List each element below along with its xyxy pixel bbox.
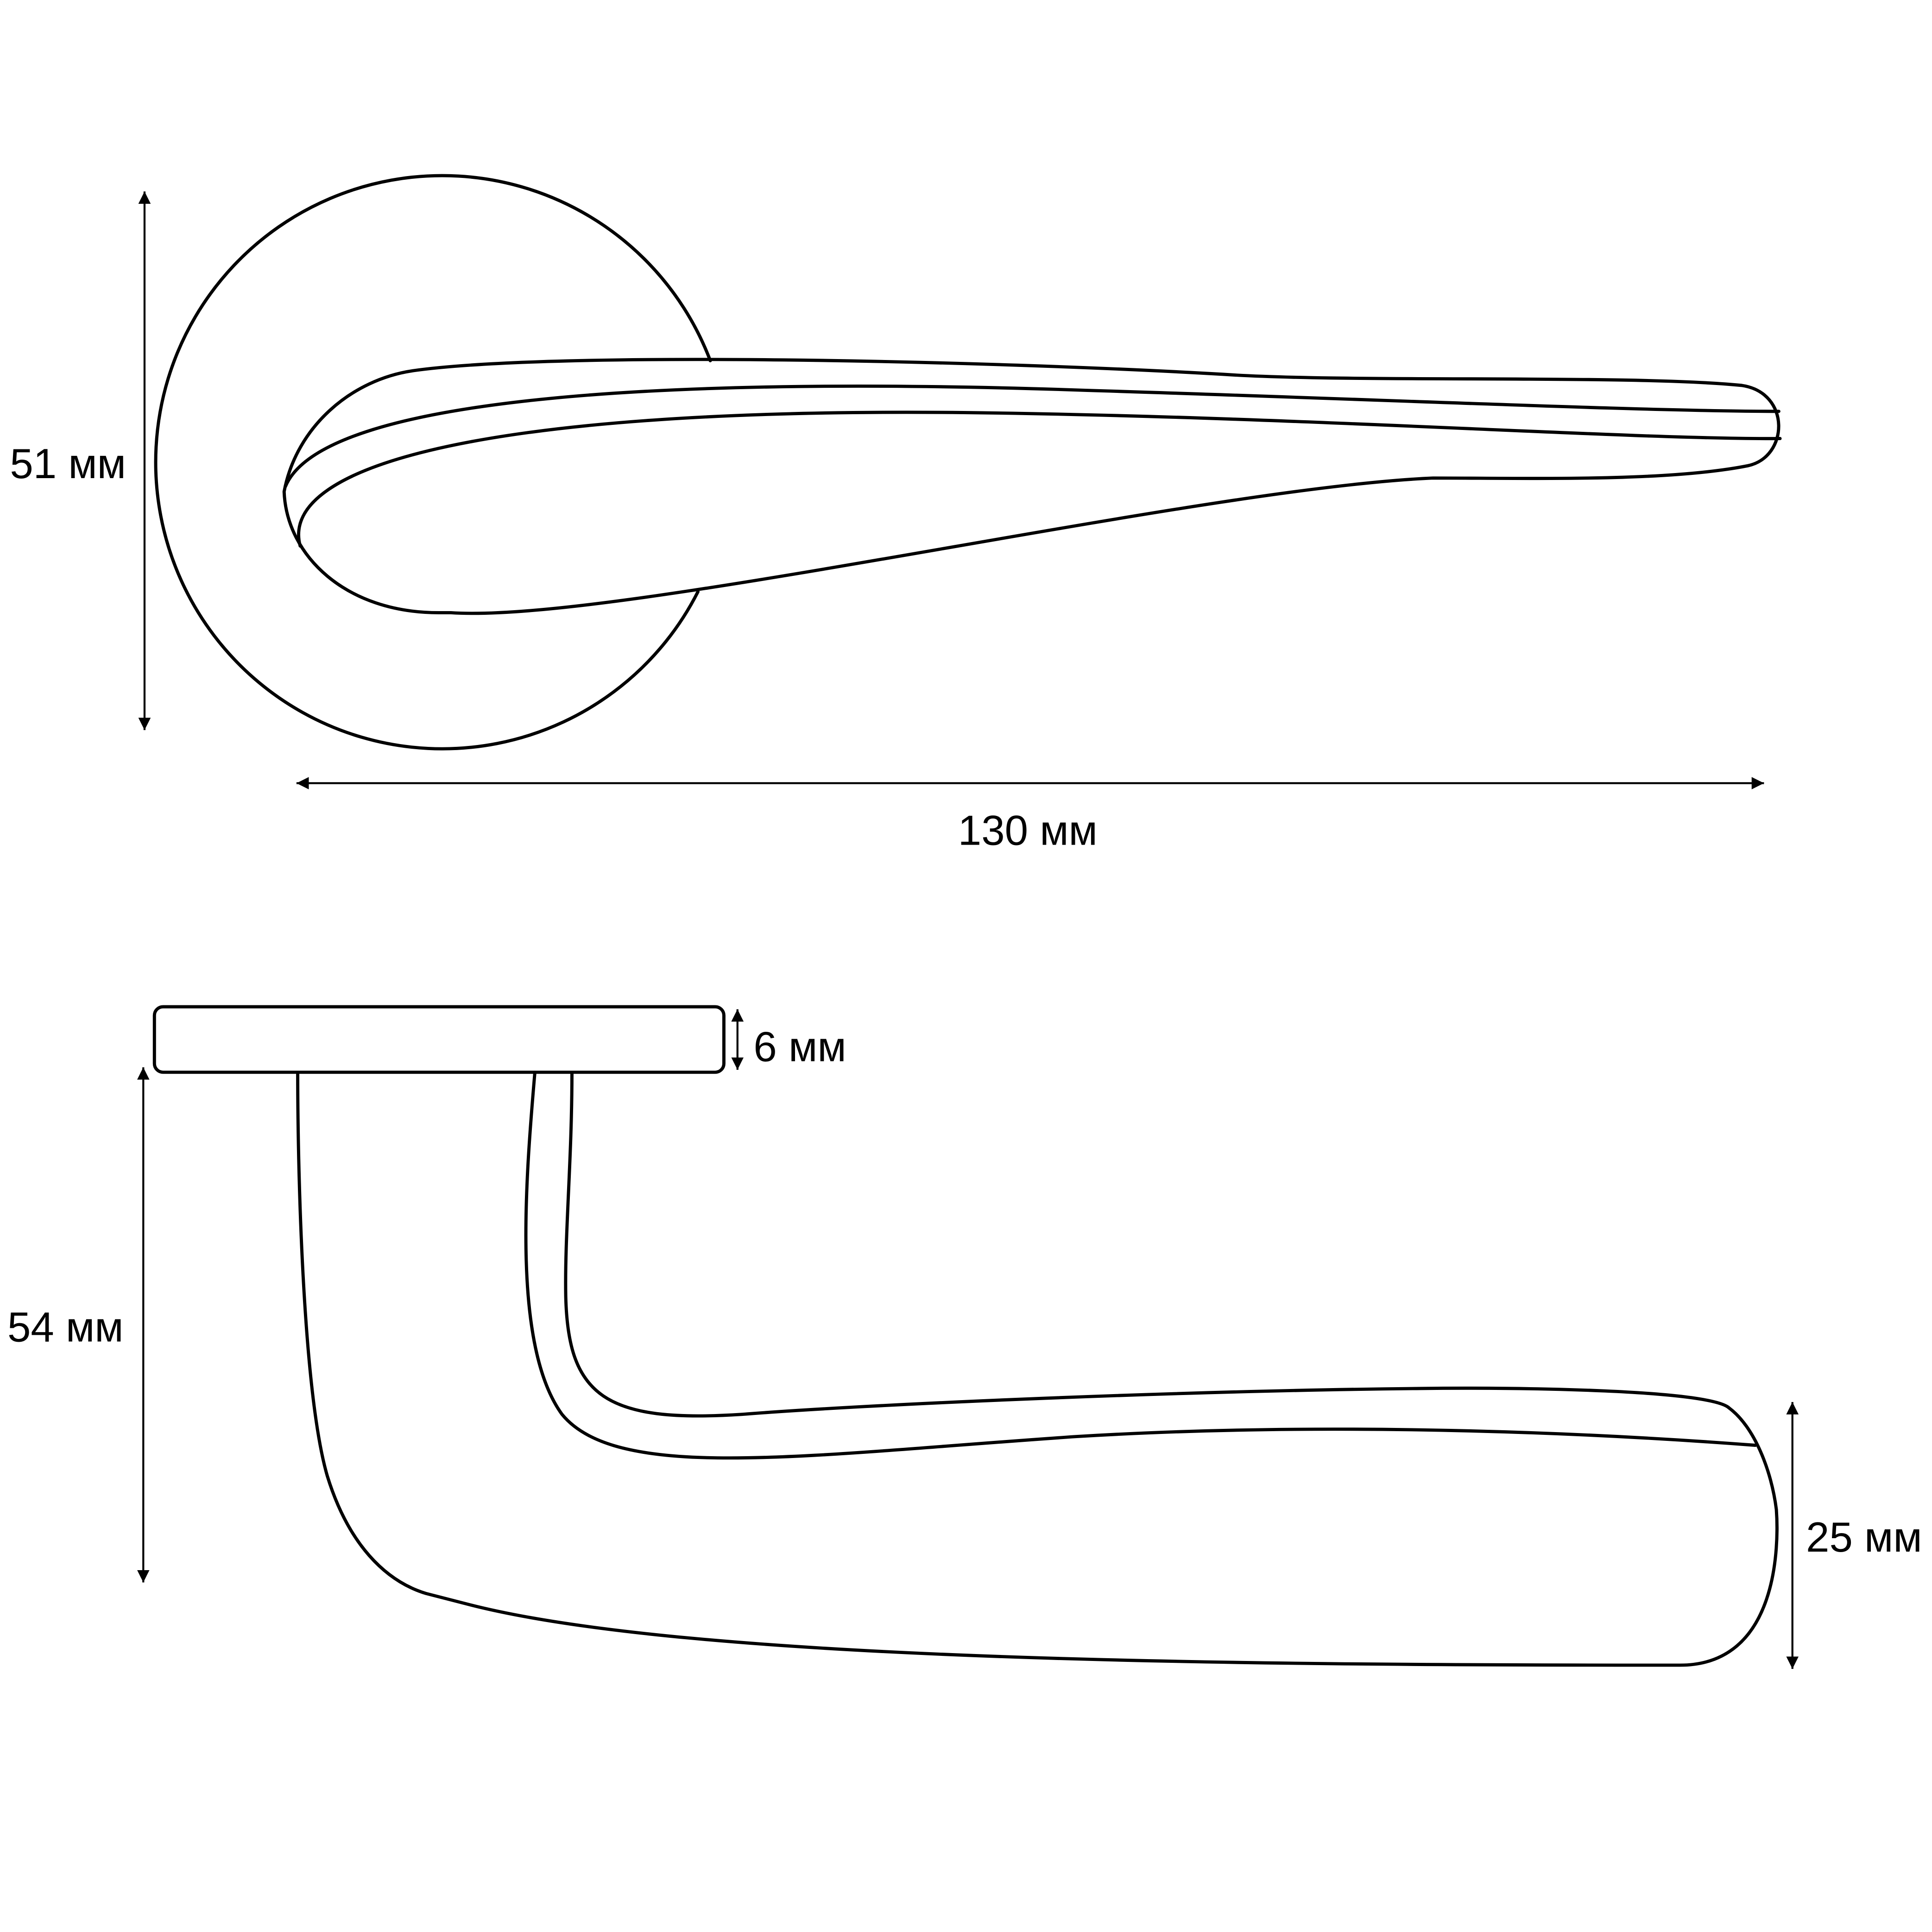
dimension-label-rose-thickness: 6 мм [753, 1023, 846, 1070]
lever-profile-contour [524, 1070, 1757, 1460]
front-view: 51 мм 130 мм [10, 174, 1782, 854]
lever-contour-lower [297, 410, 1782, 548]
side-view: 6 мм 54 мм 25 мм [7, 1005, 1922, 1669]
dimension-label-handle-length: 130 мм [958, 808, 1098, 854]
dimension-label-rose-height: 51 мм [10, 441, 126, 487]
dimension-label-grip-height: 25 мм [1806, 1514, 1922, 1561]
lever-profile-outer [296, 1072, 1779, 1667]
rose-circle [154, 174, 712, 751]
lever-contour-upper [284, 384, 1780, 488]
rose-plate-profile [152, 1005, 726, 1074]
lever-outline [282, 358, 1780, 615]
dimension-label-handle-projection: 54 мм [7, 1304, 124, 1351]
